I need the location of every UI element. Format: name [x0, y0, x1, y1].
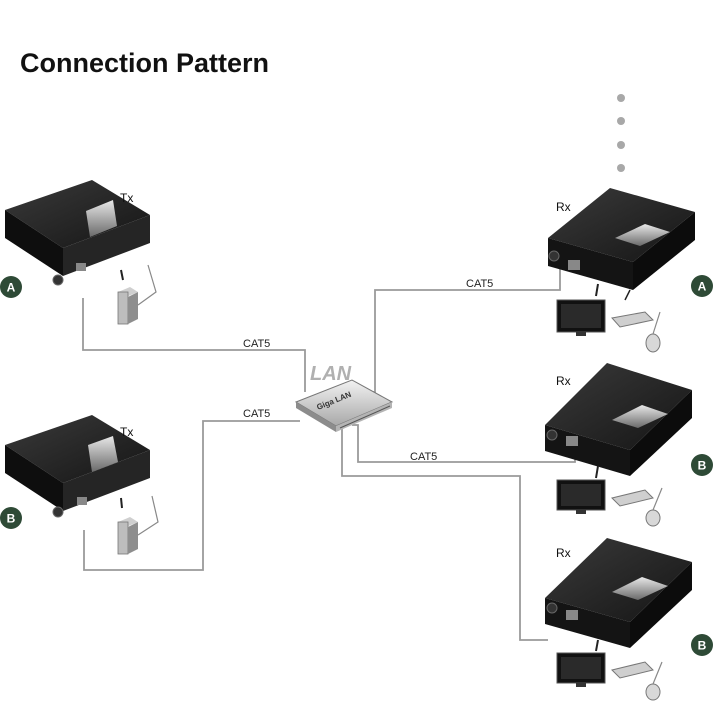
page-title: Connection Pattern: [20, 48, 270, 78]
cable-label-1: CAT5: [243, 338, 270, 350]
cable-rx-a: [355, 260, 561, 393]
transmitter-a: Tx A: [0, 180, 157, 325]
cable-label-4: CAT5: [410, 451, 437, 463]
cable-tx-b: [83, 420, 300, 571]
receiver-b1: Rx B: [545, 363, 713, 527]
badge-b-rx2: B: [691, 634, 713, 656]
rx-b2-label: Rx: [556, 546, 571, 560]
rj45-port: [77, 497, 87, 505]
svg-text:B: B: [698, 639, 707, 653]
device-display: [612, 405, 668, 428]
rx-a-label: Rx: [556, 200, 571, 214]
device-display: [615, 224, 670, 246]
more-receivers-dots: [617, 94, 625, 172]
mouse-b1: [645, 487, 663, 527]
badge-b-rx1: B: [691, 454, 713, 476]
badge-a-tx: A: [0, 276, 22, 298]
rj45-port: [568, 260, 580, 270]
tx-a-label: Tx: [120, 191, 133, 205]
mouse-b2: [645, 661, 663, 701]
device-display: [612, 577, 668, 600]
cable-label-2: CAT5: [243, 408, 270, 420]
cat5-cables: [82, 260, 576, 641]
svg-text:A: A: [698, 280, 707, 294]
badge-a-rx: A: [691, 275, 713, 297]
svg-text:B: B: [698, 459, 707, 473]
keyboard-a: [611, 289, 655, 328]
transmitter-b: Tx B: [0, 415, 159, 555]
cable-rx-b2: [341, 425, 548, 641]
rj45-port: [566, 610, 578, 620]
rj45-port: [566, 436, 578, 446]
monitor-b2: [556, 639, 606, 687]
monitor-a: [556, 283, 606, 336]
giga-lan-switch: Giga LAN: [294, 379, 394, 432]
svg-text:B: B: [7, 512, 16, 526]
cable-label-3: CAT5: [466, 278, 493, 290]
svg-text:A: A: [7, 281, 16, 295]
badge-b-tx: B: [0, 507, 22, 529]
monitor-b1: [556, 465, 606, 514]
mouse-a: [645, 311, 661, 353]
cable-rx-b1: [352, 424, 576, 463]
tx-b-label: Tx: [120, 425, 133, 439]
keyboard-b2: [611, 661, 654, 679]
device-display: [86, 200, 117, 237]
lan-label: LAN: [310, 363, 352, 385]
receiver-a: Rx A: [548, 188, 713, 353]
cable-tx-a: [82, 298, 306, 392]
rj45-port: [76, 263, 86, 271]
pc-tower-a: [117, 264, 157, 325]
receiver-b2: Rx B: [545, 538, 713, 701]
keyboard-b1: [611, 489, 654, 507]
rx-b1-label: Rx: [556, 374, 571, 388]
device-display: [88, 436, 118, 472]
pc-tower-b: [117, 495, 159, 555]
